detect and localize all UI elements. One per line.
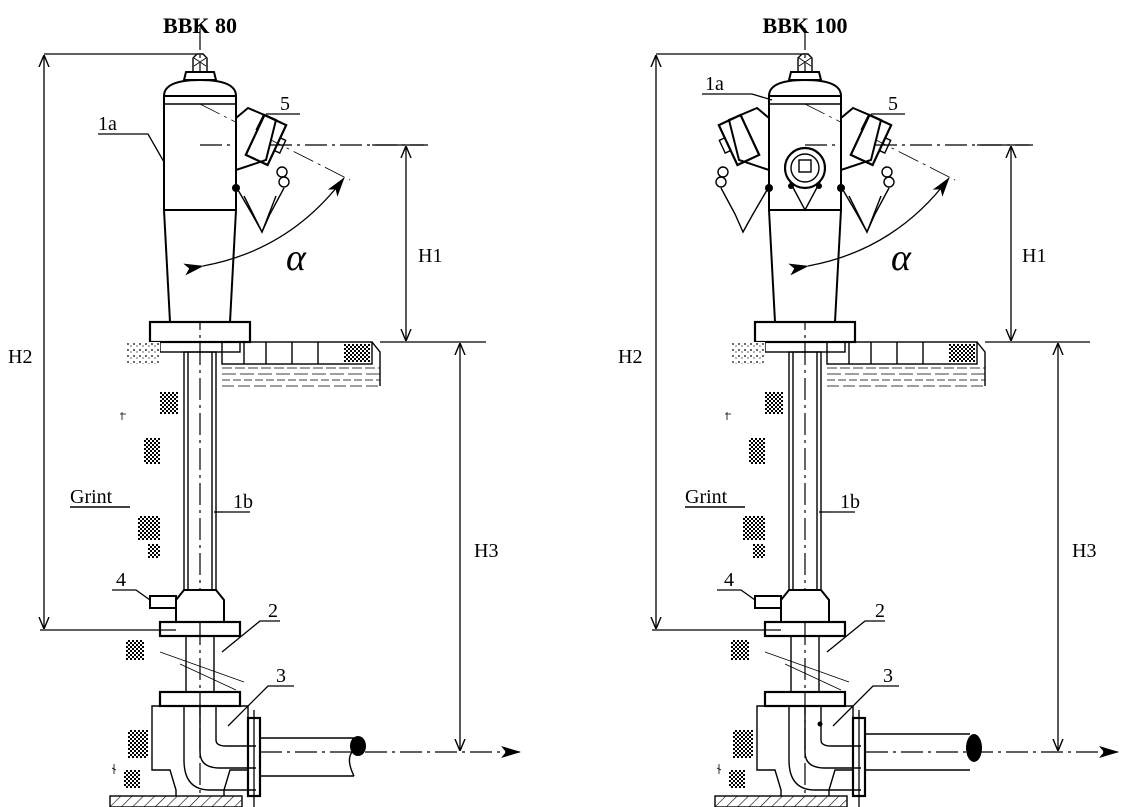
dim-h1: H1 [1022,245,1046,267]
label-2: 2 [268,600,278,622]
dim-h2: H2 [618,346,642,368]
outlet-right-bbk100 [840,106,893,172]
label-1a: 1a [705,73,724,95]
angle-alpha: α [891,237,912,279]
dim-h3: H3 [474,540,498,562]
label-5: 5 [888,93,898,115]
dim-h3: H3 [1072,540,1096,562]
label-ground: Grint [685,486,728,508]
label-4: 4 [116,569,126,591]
title-bbk80: BBK 80 [163,13,237,38]
label-ground: Grint [70,486,113,508]
label-5: 5 [280,93,290,115]
dim-h1: H1 [418,245,442,267]
right-figure: BBK 100 1a 5 1b 4 2 3 Grint α H1 H2 H3 [618,13,1119,807]
label-1b: 1b [840,491,860,513]
outlet-front-bbk100 [783,146,827,212]
dim-h2: H2 [8,346,32,368]
label-1a: 1a [98,113,117,135]
outlet-right [235,106,288,172]
label-3: 3 [883,665,893,687]
label-3: 3 [276,665,286,687]
label-2: 2 [875,600,885,622]
angle-alpha: α [286,237,307,279]
left-figure: BBK 80 1a 5 1b 4 2 3 Grint α H1 H2 H3 [8,13,521,807]
outlet-left-bbk100 [715,106,773,234]
label-4: 4 [724,569,734,591]
label-1b: 1b [233,491,253,513]
title-bbk100: BBK 100 [763,13,848,38]
